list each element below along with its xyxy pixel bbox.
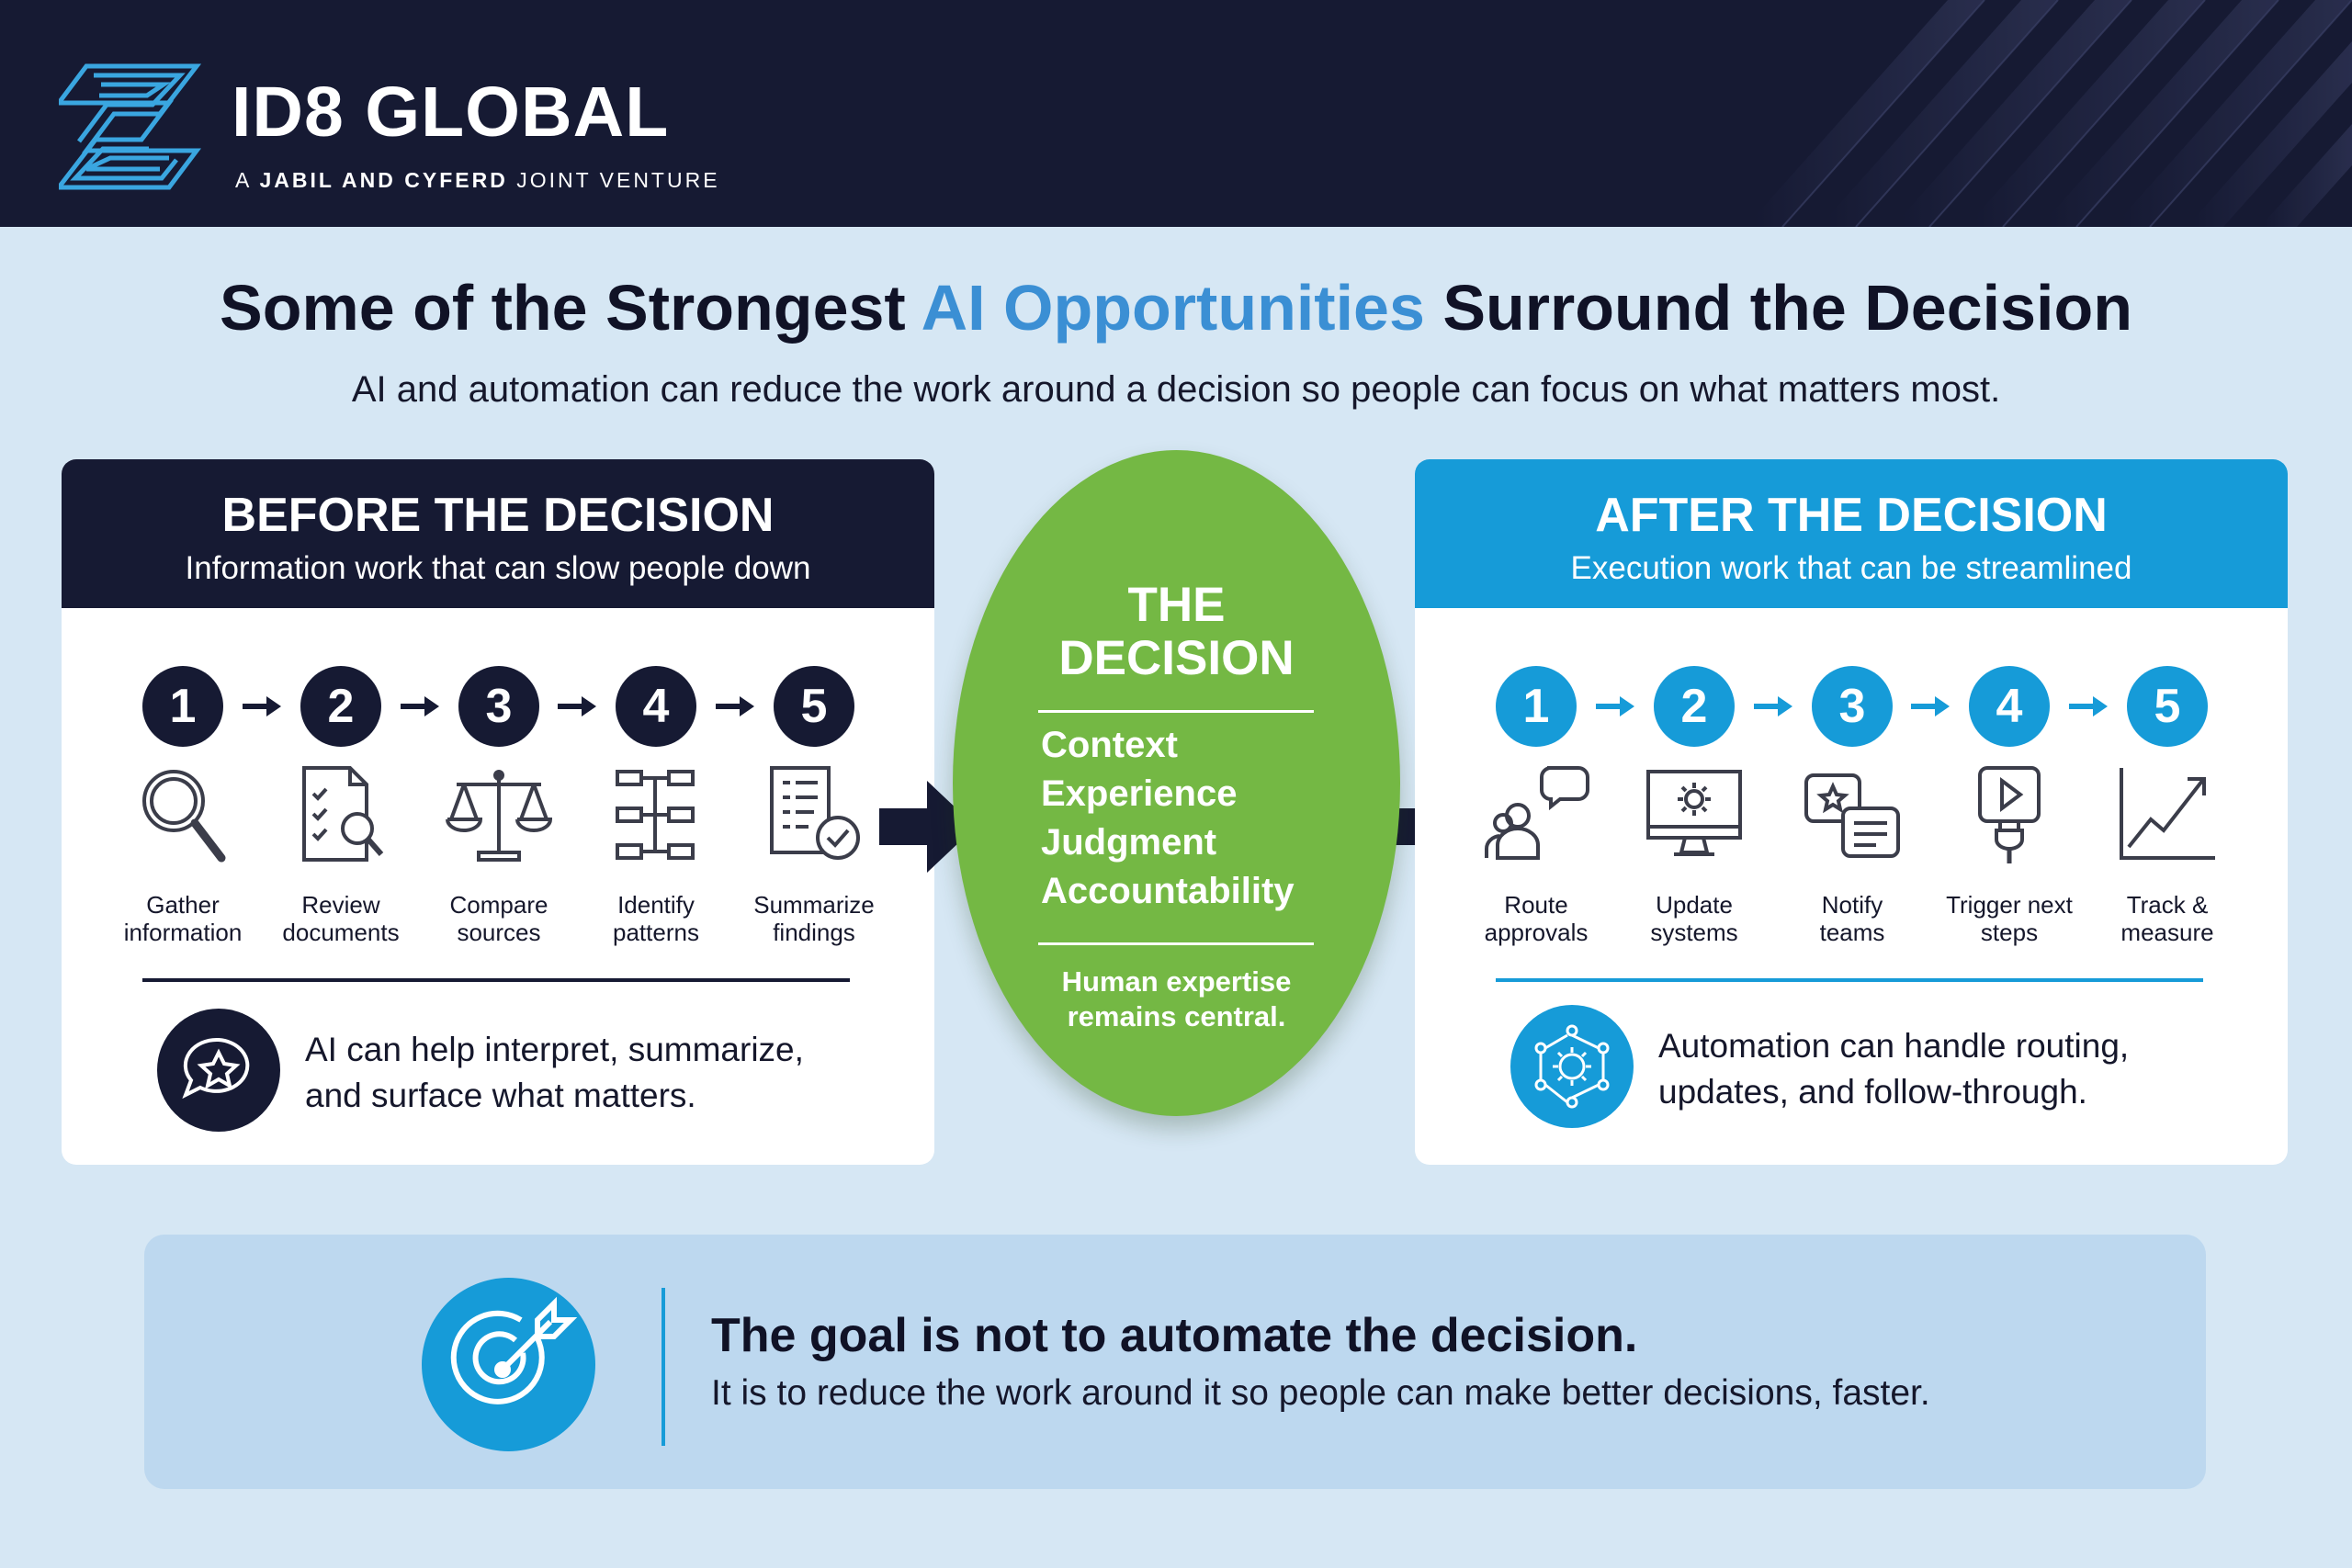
step-arrow-icon <box>558 696 596 716</box>
decision-factors: Context Experience Judgment Accountabili… <box>1041 721 1295 916</box>
after-panel-subtitle: Execution work that can be streamlined <box>1570 550 2132 586</box>
step-arrow-icon <box>401 696 439 716</box>
network-gear-icon <box>1534 1024 1610 1109</box>
page-subtitle: AI and automation can reduce the work ar… <box>351 369 2001 410</box>
summary-check-icon <box>770 766 860 860</box>
decision-factor: Experience <box>1041 773 1238 814</box>
decision-factor: Context <box>1041 725 1178 765</box>
after-note-text: Automation can handle routing,updates, a… <box>1658 1027 2130 1111</box>
decision-factor: Judgment <box>1041 822 1217 863</box>
after-step-number-3: 3 <box>1812 666 1893 747</box>
before-panel-header: BEFORE THE DECISION Information work tha… <box>62 459 934 608</box>
decision-divider <box>1038 710 1314 713</box>
decision-divider <box>1038 942 1314 945</box>
after-panel-title: AFTER THE DECISION <box>1595 489 2108 542</box>
goal-badge <box>422 1278 595 1451</box>
after-note-badge <box>1510 1005 1634 1128</box>
target-arrow-icon <box>450 1296 578 1404</box>
before-step-number-4: 4 <box>616 666 696 747</box>
people-chat-icon <box>1484 766 1589 860</box>
after-step-number-1: 1 <box>1496 666 1577 747</box>
diagonal-stripes-decoration <box>1746 0 2352 227</box>
header-banner: ID8 GLOBAL A JABIL AND CYFERD JOINT VENT… <box>0 0 2352 227</box>
pattern-blocks-icon <box>616 770 695 860</box>
goal-text: It is to reduce the work around it so pe… <box>711 1373 1930 1413</box>
before-note-text: AI can help interpret, summarize,and sur… <box>305 1031 804 1114</box>
decision-factor: Accountability <box>1041 871 1295 911</box>
after-step-number-4: 4 <box>1969 666 2050 747</box>
before-panel-divider <box>142 978 850 982</box>
goal-title: The goal is not to automate the decision… <box>711 1309 1638 1362</box>
before-step-number-3: 3 <box>458 666 539 747</box>
balance-scale-icon <box>446 770 553 862</box>
after-decision-panel: AFTER THE DECISION Execution work that c… <box>1415 459 2288 1165</box>
step-arrow-icon <box>1596 696 1634 716</box>
trend-chart-icon <box>2120 768 2215 860</box>
brand-name: ID8 GLOBAL <box>232 73 670 152</box>
step-arrow-icon <box>1911 696 1950 716</box>
step-arrow-icon <box>243 696 281 716</box>
before-step-number-1: 1 <box>142 666 223 747</box>
before-step-number-2: 2 <box>300 666 381 747</box>
before-panel-title: BEFORE THE DECISION <box>221 489 775 542</box>
monitor-gear-icon <box>1646 770 1742 856</box>
brand-tagline: A JABIL AND CYFERD JOINT VENTURE <box>235 168 720 192</box>
after-step-number-5: 5 <box>2127 666 2208 747</box>
before-step-number-5: 5 <box>774 666 854 747</box>
play-plug-icon <box>1978 766 2041 863</box>
notification-cards-icon <box>1804 773 1900 858</box>
magnifier-icon <box>142 770 226 863</box>
id8-logo-icon <box>59 63 202 190</box>
before-note-badge <box>157 1009 280 1132</box>
before-decision-panel: BEFORE THE DECISION Information work tha… <box>62 459 934 1165</box>
after-step-number-2: 2 <box>1654 666 1735 747</box>
page-title: Some of the Strongest AI Opportunities S… <box>220 272 2132 344</box>
step-arrow-icon <box>2069 696 2108 716</box>
after-panel-divider <box>1496 978 2203 982</box>
after-panel-header: AFTER THE DECISION Execution work that c… <box>1415 459 2288 608</box>
document-review-icon <box>302 766 384 862</box>
star-chat-icon <box>182 1037 250 1100</box>
step-arrow-icon <box>716 696 754 716</box>
goal-banner: The goal is not to automate the decision… <box>144 1235 2206 1489</box>
step-arrow-icon <box>1754 696 1792 716</box>
before-panel-subtitle: Information work that can slow people do… <box>185 550 811 586</box>
flow-arrow-icon <box>879 781 976 873</box>
after-step-label-5: Track &measure <box>2120 891 2214 946</box>
goal-divider <box>662 1288 665 1446</box>
